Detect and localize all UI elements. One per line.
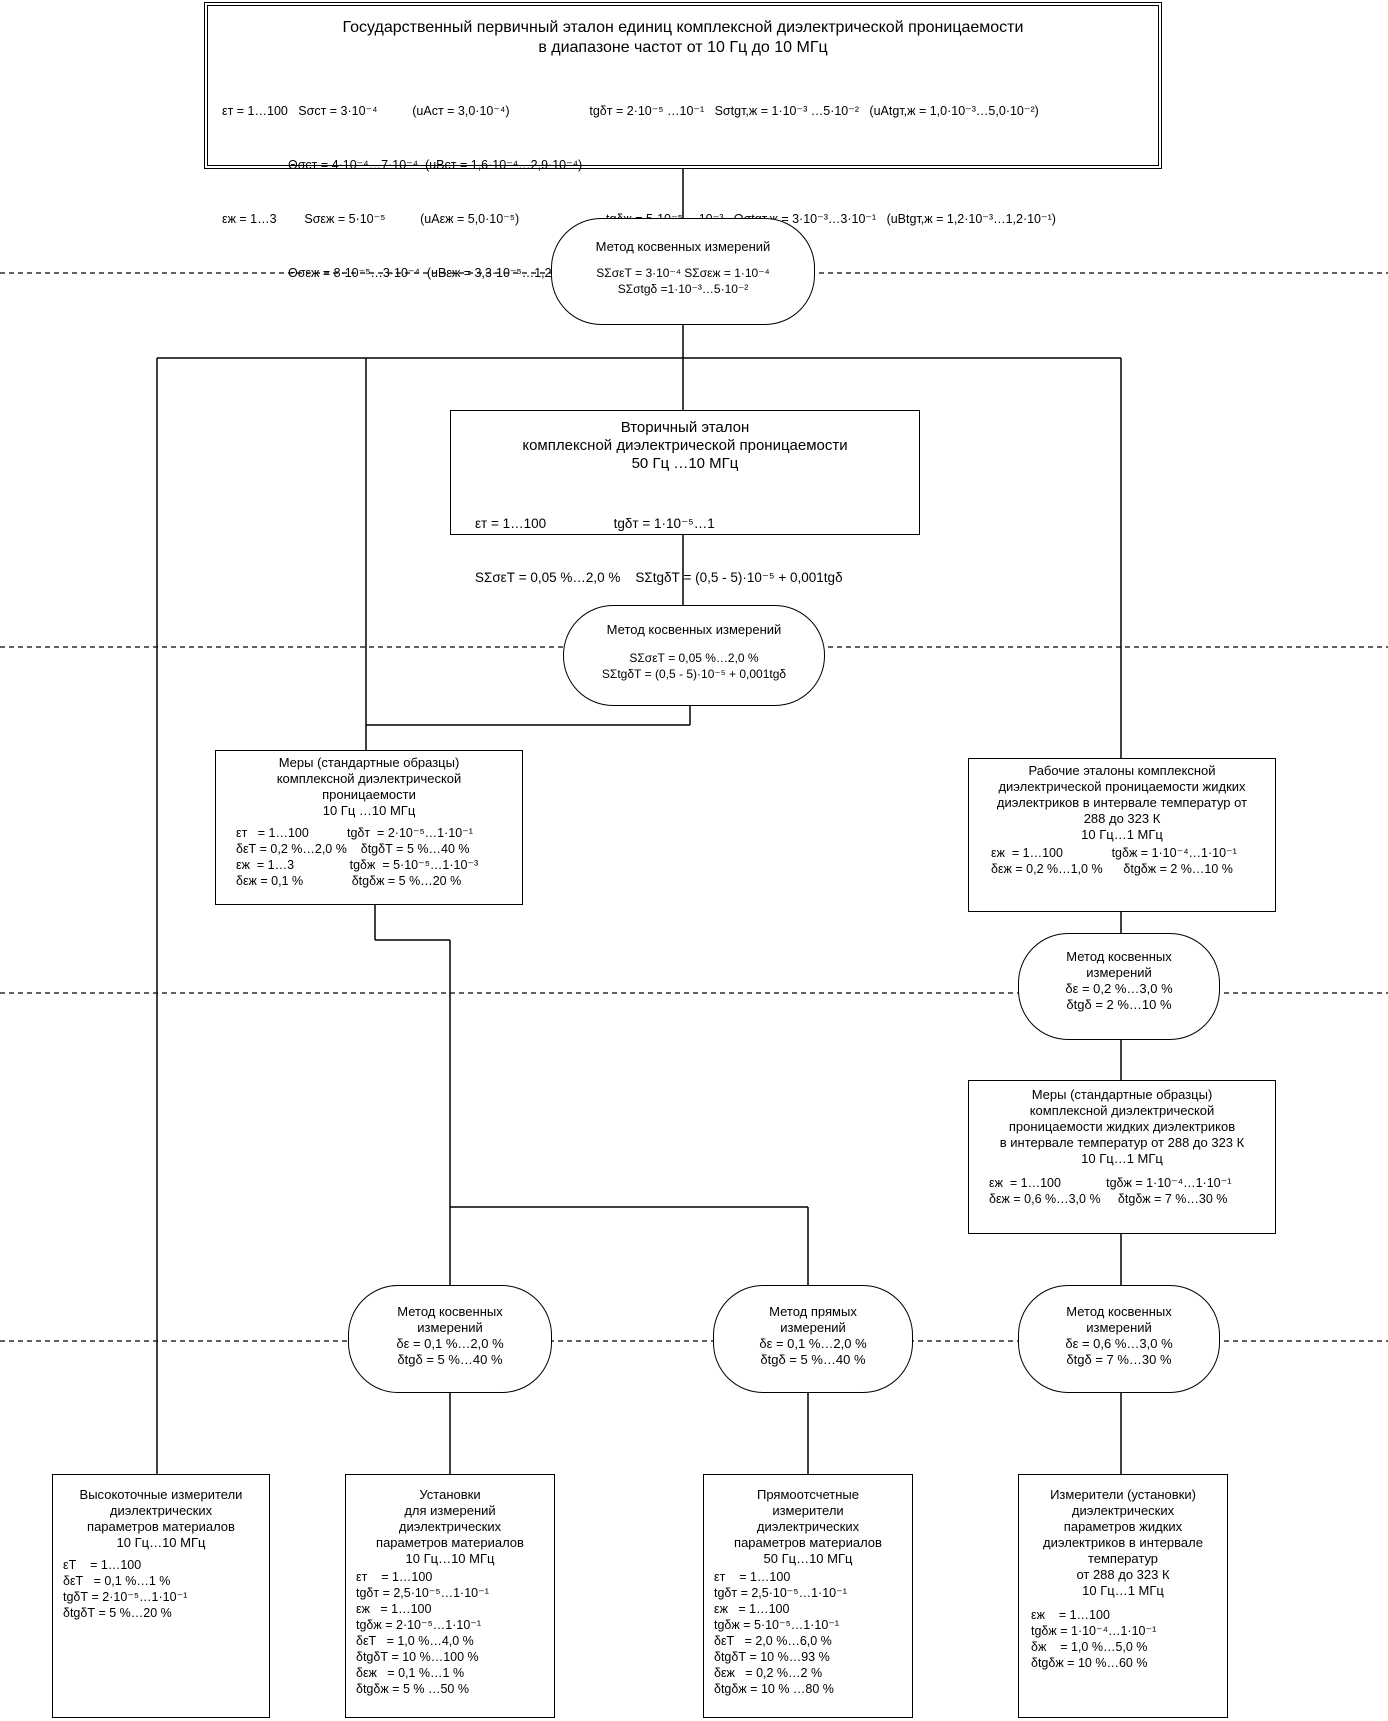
instr4-title-line6: от 288 до 323 К xyxy=(1076,1567,1170,1582)
primary-param-row1: εт = 1…100 Sσст = 3·10⁻⁴ (uAст = 3,0·10⁻… xyxy=(222,104,1039,118)
instr1-title-line1: Высокоточные измерители xyxy=(79,1487,243,1502)
instr3-title-line5: 50 Гц…10 МГц xyxy=(763,1551,853,1566)
method4-title-line1: Метод косвенных xyxy=(397,1304,503,1319)
method6-line1: δε = 0,6 %…3,0 % xyxy=(1065,1336,1173,1351)
indirect-method-node-3: Метод косвенных измерений δε = 0,2 %…3,0… xyxy=(1018,933,1220,1040)
liquid-measures-box: Меры (стандартные образцы) комплексной д… xyxy=(968,1080,1276,1234)
measures1-title-line2: комплексной диэлектрической xyxy=(276,771,462,786)
method5-title-line2: измерений xyxy=(780,1320,846,1335)
instr1-title-line3: параметров материалов xyxy=(87,1519,235,1534)
method5-line1: δε = 0,1 %…2,0 % xyxy=(759,1336,867,1351)
method6-title-line1: Метод косвенных xyxy=(1066,1304,1172,1319)
indirect-method-node-1: Метод косвенных измерений SΣσεТ = 3·10⁻⁴… xyxy=(551,218,815,325)
method6-title-line2: измерений xyxy=(1086,1320,1152,1335)
instr4-title-line1: Измерители (установки) xyxy=(1050,1487,1196,1502)
indirect-method-node-5: Метод косвенных измерений δε = 0,6 %…3,0… xyxy=(1018,1285,1220,1393)
instr3-title-line4: параметров материалов xyxy=(734,1535,882,1550)
measures1-params: εт = 1…100 tgδт = 2·10⁻⁵…1·10⁻¹ δεТ = 0,… xyxy=(236,826,479,888)
instr2-params: εт = 1…100 tgδт = 2,5·10⁻⁵…1·10⁻¹ εж = 1… xyxy=(356,1570,489,1696)
measures2-title-line4: в интервале температур от 288 до 323 К xyxy=(999,1135,1245,1150)
secondary-param-row1: εт = 1…100 tgδт = 1·10⁻⁵…1 xyxy=(475,516,715,531)
method5-title-line1: Метод прямых xyxy=(769,1304,857,1319)
method2-line1: SΣσεТ = 0,05 %…2,0 % xyxy=(629,651,759,665)
instr4-title-line2: диэлектрических xyxy=(1071,1503,1175,1518)
method4-line1: δε = 0,1 %…2,0 % xyxy=(396,1336,504,1351)
instr1-title-line4: 10 Гц…10 МГц xyxy=(116,1535,206,1550)
measures2-title-line2: комплексной диэлектрической xyxy=(1029,1103,1215,1118)
working-title-line2: диэлектрической проницаемости жидких xyxy=(998,779,1246,794)
instr3-title-line2: измерители xyxy=(772,1503,844,1518)
instr2-title-line3: диэлектрических xyxy=(398,1519,502,1534)
direct-reading-meters-box: Прямоотсчетные измерители диэлектрически… xyxy=(703,1474,913,1718)
instr2-title-line4: параметров материалов xyxy=(376,1535,524,1550)
instr4-title-line3: параметров жидких xyxy=(1063,1519,1183,1534)
instr3-params: εт = 1…100 tgδт = 2,5·10⁻⁵…1·10⁻¹ εж = 1… xyxy=(714,1570,847,1696)
secondary-params: εт = 1…100 tgδт = 1·10⁻⁵…1 SΣσεТ = 0,05 … xyxy=(475,479,919,623)
instr3-title-line3: диэлектрических xyxy=(756,1519,860,1534)
secondary-standard-box: Вторичный эталон комплексной диэлектриче… xyxy=(450,410,920,585)
primary-standard-box: Государственный первичный эталон единиц … xyxy=(204,2,1162,280)
method3-title-line1: Метод косвенных xyxy=(1066,949,1172,964)
working-title-line5: 10 Гц…1 МГц xyxy=(1081,827,1163,842)
connector-lines xyxy=(156,168,1122,1474)
method2-line2: SΣtgδТ = (0,5 - 5)·10⁻⁵ + 0,001tgδ xyxy=(601,667,787,681)
measures2-params: εж = 1…100 tgδж = 1·10⁻⁴…1·10⁻¹ δεж = 0,… xyxy=(989,1176,1232,1206)
method1-line1: SΣσεТ = 3·10⁻⁴ SΣσεж = 1·10⁻⁴ xyxy=(596,266,770,280)
instr4-title-line4: диэлектриков в интервале xyxy=(1043,1535,1203,1550)
working-title-line3: диэлектриков в интервале температур от xyxy=(996,795,1248,810)
method1-line2: SΣσtgδ =1·10⁻³…5·10⁻² xyxy=(617,282,749,296)
method4-line2: δtgδ = 5 %…40 % xyxy=(397,1352,503,1367)
working-standards-box: Рабочие эталоны комплексной диэлектричес… xyxy=(968,758,1276,912)
method2-title: Метод косвенных измерений xyxy=(606,622,782,637)
liquid-meters-box: Измерители (установки) диэлектрических п… xyxy=(1018,1474,1228,1718)
precision-meters-box: Высокоточные измерители диэлектрических … xyxy=(52,1474,270,1718)
direct-method-node: Метод прямых измерений δε = 0,1 %…2,0 % … xyxy=(713,1285,913,1393)
instr4-title-line7: 10 Гц…1 МГц xyxy=(1082,1583,1164,1598)
method4-title-line2: измерений xyxy=(417,1320,483,1335)
instr2-title-line2: для измерений xyxy=(404,1503,496,1518)
method3-line2: δtgδ = 2 %…10 % xyxy=(1066,997,1172,1012)
primary-title-line2: в диапазоне частот от 10 Гц до 10 МГц xyxy=(538,39,828,56)
measures2-title-line5: 10 Гц…1 МГц xyxy=(1081,1151,1163,1166)
method3-title-line2: измерений xyxy=(1086,965,1152,980)
measures1-title-line4: 10 Гц …10 МГц xyxy=(322,803,416,818)
measures1-title-line1: Меры (стандартные образцы) xyxy=(278,755,460,770)
measures2-title-line3: проницаемости жидких диэлектриков xyxy=(1008,1119,1236,1134)
instr4-params: εж = 1…100 tgδж = 1·10⁻⁴…1·10⁻¹ δж = 1,0… xyxy=(1031,1608,1157,1670)
method6-line2: δtgδ = 7 %…30 % xyxy=(1066,1352,1172,1367)
primary-param-row2: Θσст = 4·10⁻⁴…7·10⁻⁴ (uBст = 1,6·10⁻⁴…2,… xyxy=(222,158,583,172)
instr3-title-line1: Прямоотсчетные xyxy=(756,1487,860,1502)
secondary-title-line1: Вторичный эталон xyxy=(620,419,750,436)
method3-line1: δε = 0,2 %…3,0 % xyxy=(1065,981,1173,996)
instr1-title-line2: диэлектрических xyxy=(109,1503,213,1518)
instr2-title-line5: 10 Гц…10 МГц xyxy=(405,1551,495,1566)
measures2-title-line1: Меры (стандартные образцы) xyxy=(1031,1087,1213,1102)
instr2-title-line1: Установки xyxy=(419,1487,481,1502)
working-params: εж = 1…100 tgδж = 1·10⁻⁴…1·10⁻¹ δεж = 0,… xyxy=(991,846,1237,876)
method5-line2: δtgδ = 5 %…40 % xyxy=(760,1352,866,1367)
secondary-title-line3: 50 Гц …10 МГц xyxy=(631,455,739,472)
measurement-setups-box: Установки для измерений диэлектрических … xyxy=(345,1474,555,1718)
indirect-method-node-4: Метод косвенных измерений δε = 0,1 %…2,0… xyxy=(348,1285,552,1393)
instr4-title-line5: температур xyxy=(1087,1551,1159,1566)
primary-title-line1: Государственный первичный эталон единиц … xyxy=(342,19,1024,36)
secondary-title-line2: комплексной диэлектрической проницаемост… xyxy=(522,437,848,454)
instr1-params: εТ = 1…100 δεТ = 0,1 %…1 % tgδТ = 2·10⁻⁵… xyxy=(63,1558,188,1620)
secondary-param-row2: SΣσεТ = 0,05 %…2,0 % SΣtgδТ = (0,5 - 5)·… xyxy=(475,570,843,585)
working-title-line1: Рабочие эталоны комплексной xyxy=(1028,763,1216,778)
working-title-line4: 288 до 323 К xyxy=(1083,811,1161,826)
reference-measures-box: Меры (стандартные образцы) комплексной д… xyxy=(215,750,523,905)
indirect-method-node-2: Метод косвенных измерений SΣσεТ = 0,05 %… xyxy=(563,605,825,706)
measures1-title-line3: проницаемости xyxy=(322,787,416,802)
method1-title: Метод косвенных измерений xyxy=(595,239,771,254)
